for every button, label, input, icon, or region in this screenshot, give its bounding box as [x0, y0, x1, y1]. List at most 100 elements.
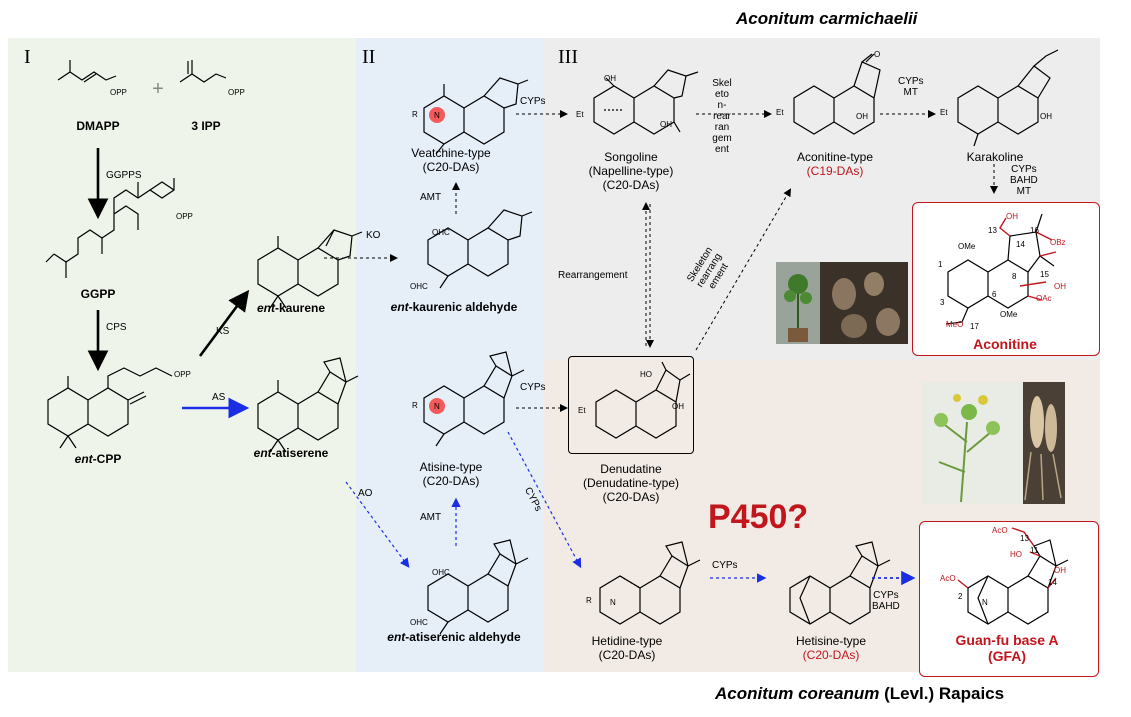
oh-karakoline: OH — [1040, 112, 1052, 121]
et-songoline: Et — [576, 110, 584, 119]
plus-sign: + — [152, 78, 164, 100]
denudatine-structure — [595, 361, 691, 439]
ks-enzyme: KS — [216, 326, 230, 337]
aconitine-ome-2: OMe — [1000, 310, 1018, 319]
section-1-label: I — [24, 46, 31, 68]
skeleton-rearrangement-enzyme: Skel eto n- rear ran gem ent — [712, 78, 732, 155]
aconitine-c1: 1 — [938, 260, 943, 269]
songoline-structure — [593, 69, 699, 135]
veatchine-structure — [423, 77, 529, 155]
oh-songoline-2: OH — [660, 120, 672, 129]
cyps-atisine-enzyme: CYPs — [520, 382, 546, 393]
section-2-label: II — [362, 46, 376, 68]
ent-kaurenic-aldehyde-structure — [427, 209, 533, 289]
ggpps-enzyme: GGPPS — [106, 170, 142, 181]
veatchine-label: Veatchine-type(C20-DAs) — [411, 146, 491, 174]
et-denudatine: Et — [578, 406, 586, 415]
denudatine-label: Denudatine(Denudatine-type)(C20-DAs) — [582, 462, 680, 504]
ggpp-structure — [45, 178, 175, 278]
ohc-kald-2: OHC — [410, 282, 428, 291]
aconitine-oh-13: OH — [1006, 212, 1018, 221]
gfa-c2: 2 — [958, 592, 963, 601]
ent-cpp-label: ent-CPP — [74, 452, 122, 466]
ohc-aald-1: OHC — [432, 568, 450, 577]
o-aconitine-type: O — [874, 50, 881, 59]
aconitine-ome-1: OMe — [958, 242, 976, 251]
aconitine-c14: 14 — [1016, 240, 1025, 249]
ipp-label: 3 IPP — [191, 119, 221, 133]
aconitine-box — [912, 202, 1100, 356]
aconitine-oh-15: OH — [1054, 282, 1066, 291]
aconitine-type-structure — [793, 53, 881, 135]
et-aconitine-type: Et — [776, 108, 784, 117]
n-veatchine: N — [434, 111, 440, 120]
aconitine-label: Aconitine — [973, 336, 1037, 352]
gfa-oh: OH — [1054, 566, 1066, 575]
cyps-bahd-mt-enzyme: CYPs BAHD MT — [1010, 164, 1038, 197]
aconitine-c6: 6 — [992, 290, 997, 299]
aconitine-c3: 3 — [940, 298, 945, 307]
aconitine-type-label: Aconitine-type(C19-DAs) — [796, 150, 874, 178]
r-hetidine: R — [586, 596, 592, 605]
aconitine-c16: 16 — [1030, 226, 1039, 235]
ent-cpp-structure — [47, 367, 173, 449]
as-enzyme: AS — [212, 392, 226, 403]
gfa-ho: HO — [1010, 550, 1022, 559]
aconitum-coreanum-photo — [921, 382, 1065, 504]
aconitine-obz: OBz — [1050, 238, 1066, 247]
ent-kaurene-structure — [257, 229, 363, 309]
ent-kaurenic-aldehyde-label: ent-kaurenic aldehyde — [390, 300, 518, 314]
species-top: Aconitum carmichaelii — [736, 9, 918, 28]
ko-enzyme: KO — [366, 230, 381, 241]
et-karakoline: Et — [940, 108, 948, 117]
gfa-aco-1: AcO — [992, 526, 1008, 535]
ohc-aald-2: OHC — [410, 618, 428, 627]
hetidine-structure — [599, 541, 701, 625]
aconitine-c17: 17 — [970, 322, 979, 331]
ent-atiserene-label: ent-atiserene — [253, 446, 329, 460]
aconitine-c15: 15 — [1040, 270, 1049, 279]
gfa-structure — [967, 539, 1069, 625]
n-atisine: N — [434, 402, 440, 411]
oh-aconitine-type: OH — [856, 112, 868, 121]
gfa-c14: 14 — [1048, 578, 1057, 587]
denudatine-box — [568, 356, 694, 454]
cyps-mt-enzyme: CYPs MT — [898, 76, 924, 98]
amt-enzyme-top: AMT — [420, 192, 442, 203]
hetidine-label: Hetidine-type(C20-DAs) — [591, 634, 663, 662]
oh-songoline-1: OH — [604, 74, 616, 83]
cyps-hetidine-enzyme: CYPs — [712, 560, 738, 571]
ent-kaurene-label: ent-kaurene — [256, 301, 326, 315]
atisine-label: Atisine-type(C20-DAs) — [419, 460, 483, 488]
section-1-panel — [8, 38, 358, 672]
ho-denudatine: HO — [640, 370, 652, 379]
ent-atiserenic-aldehyde-structure — [427, 539, 529, 635]
section-3-label: III — [558, 46, 578, 68]
aconitum-carmichaelii-photo — [776, 262, 908, 344]
p450-question: P450? — [708, 498, 809, 536]
opp-ipp: OPP — [228, 88, 245, 97]
amt-enzyme-bottom: AMT — [420, 512, 442, 523]
dmapp-structure — [57, 60, 117, 83]
aconitine-oac: OAc — [1036, 294, 1052, 303]
cyps-veatchine-enzyme: CYPs — [520, 96, 546, 107]
gfa-n: N — [982, 598, 988, 607]
karakoline-structure — [957, 49, 1059, 147]
opp-cpp: OPP — [174, 370, 191, 379]
ohc-kald-1: OHC — [432, 228, 450, 237]
karakoline-label: Karakoline — [966, 150, 1024, 164]
n-hetidine: N — [610, 598, 616, 607]
ent-atiserenic-aldehyde-label: ent-atiserenic aldehyde — [387, 630, 521, 644]
gfa-c11: 11 — [1030, 546, 1039, 555]
r-atisine: R — [412, 401, 418, 410]
dmapp-label: DMAPP — [76, 119, 120, 133]
aconitine-c13: 13 — [988, 226, 997, 235]
opp-ggpp: OPP — [176, 212, 193, 221]
ipp-structure — [179, 60, 227, 83]
hetisine-structure — [789, 541, 891, 625]
gfa-box — [919, 521, 1099, 677]
ent-atiserene-structure — [257, 357, 359, 453]
cps-enzyme: CPS — [106, 322, 127, 333]
songoline-label: Songoline(Napelline-type)(C20-DAs) — [588, 150, 674, 192]
